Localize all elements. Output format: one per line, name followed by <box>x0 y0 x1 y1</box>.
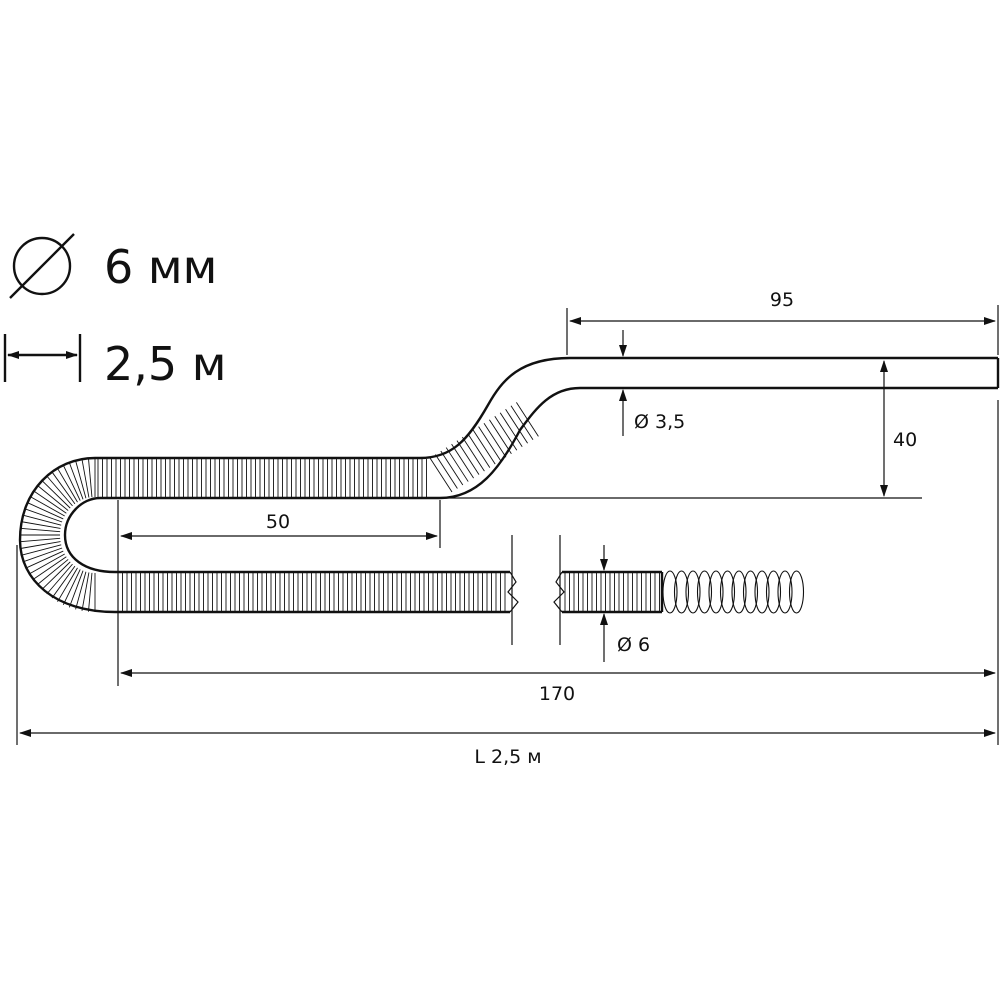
dim-cable-span-label: 170 <box>539 683 575 705</box>
dim-total-length-label: L 2,5 м <box>474 746 541 768</box>
legend-length-text: 2,5 м <box>104 337 226 391</box>
dim-straight-tip-label: 95 <box>770 289 794 311</box>
spring-coil <box>662 570 805 614</box>
dim-cable-diameter-label: Ø 6 <box>617 634 650 656</box>
break-mark <box>507 535 565 645</box>
legend-diameter-text: 6 мм <box>104 240 217 294</box>
dim-total-length <box>16 545 996 745</box>
cable-winding-hatch <box>20 402 660 612</box>
dim-straight-tip <box>566 305 999 355</box>
dim-loop-length <box>117 500 441 686</box>
dim-cable-span <box>120 400 999 745</box>
dim-tip-diameter-label: Ø 3,5 <box>634 411 685 433</box>
cable-outline <box>18 356 1000 614</box>
dim-offset <box>445 360 922 499</box>
dim-loop-length-label: 50 <box>266 511 290 533</box>
diameter-icon <box>9 233 75 299</box>
dim-offset-label: 40 <box>893 429 917 451</box>
length-arrow-icon <box>3 334 82 382</box>
